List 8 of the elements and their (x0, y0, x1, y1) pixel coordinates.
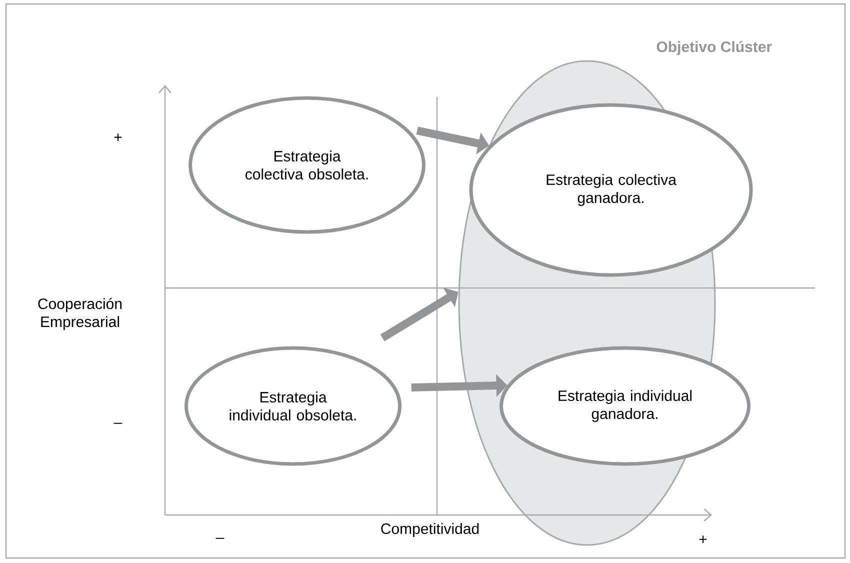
block-arrow (380, 288, 458, 342)
sign-label: – (216, 538, 224, 539)
axis-title: Competitividad (381, 523, 479, 537)
sign-label: – (114, 422, 122, 424)
sign-label: + (699, 536, 707, 544)
axis-title: Cooperación Empresarial (38, 298, 122, 330)
cluster-heading: Objetivo Clúster (656, 40, 772, 56)
sign-label: + (114, 134, 122, 142)
